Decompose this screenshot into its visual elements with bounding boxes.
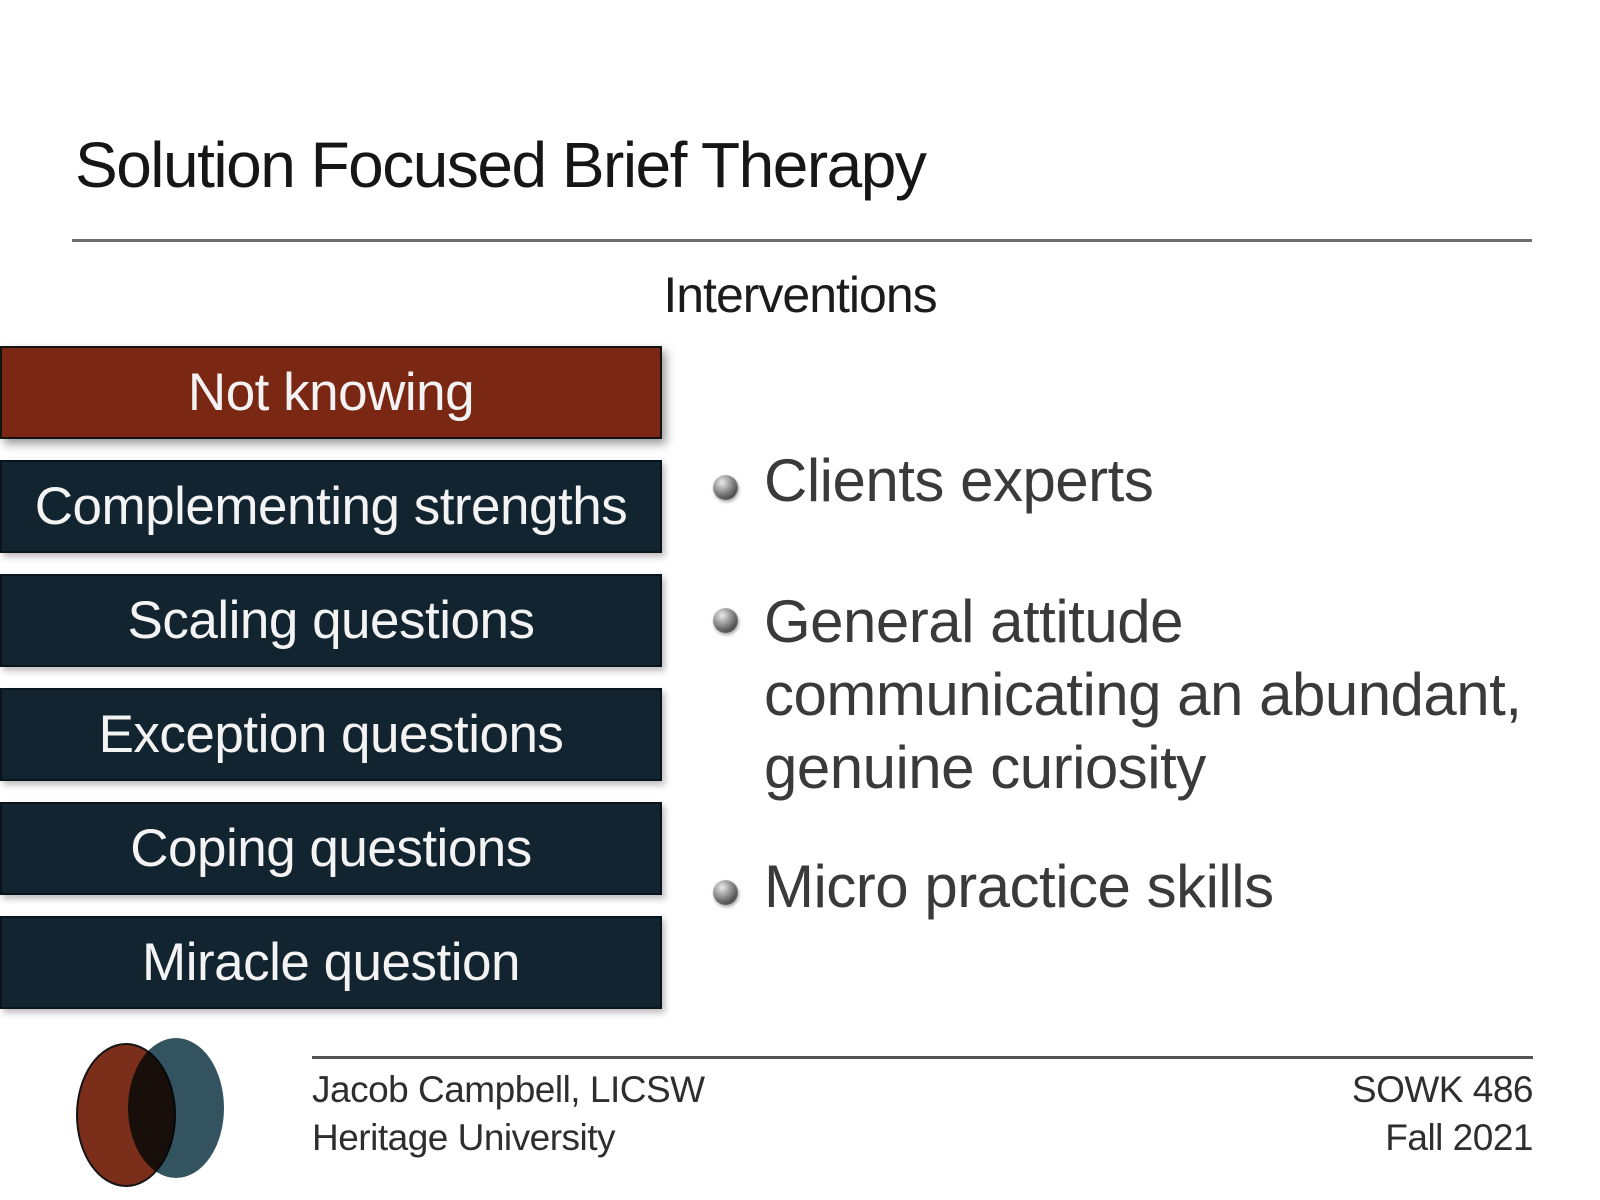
- venn-teal-ellipse: [128, 1038, 224, 1178]
- intervention-bar-scaling-questions: Scaling questions: [0, 574, 662, 667]
- bullet-item-text: Clients experts: [764, 447, 1154, 514]
- sphere-bullet-icon: [713, 475, 738, 500]
- footer-author: Jacob Campbell, LICSW Heritage Universit…: [312, 1069, 705, 1158]
- bar-label: Coping questions: [130, 819, 532, 878]
- intervention-bar-coping-questions: Coping questions: [0, 802, 662, 895]
- footer-divider: [312, 1056, 1533, 1059]
- sphere-bullet-icon: [713, 880, 738, 905]
- intervention-bar-exception-questions: Exception questions: [0, 688, 662, 781]
- slide-subtitle: Interventions: [663, 267, 937, 323]
- bar-label: Complementing strengths: [34, 477, 628, 536]
- bar-label: Scaling questions: [127, 591, 535, 650]
- bar-label: Exception questions: [98, 705, 564, 764]
- intervention-bar-complementing-strengths: Complementing strengths: [0, 460, 662, 553]
- footer-course: SOWK 486 Fall 2021: [1351, 1069, 1534, 1158]
- intervention-bar-not-knowing: Not knowing: [0, 346, 662, 439]
- slide-title: Solution Focused Brief Therapy: [75, 129, 927, 201]
- intervention-bar-miracle-question: Miracle question: [0, 916, 662, 1009]
- bullet-item-text: Micro practice skills: [764, 853, 1274, 920]
- sphere-bullet-icon: [713, 608, 738, 633]
- bar-label: Not knowing: [187, 363, 475, 422]
- bullet-item-text: General attitude communicating an abunda…: [764, 588, 1522, 801]
- title-divider: [72, 239, 1532, 242]
- bar-label: Miracle question: [142, 933, 520, 992]
